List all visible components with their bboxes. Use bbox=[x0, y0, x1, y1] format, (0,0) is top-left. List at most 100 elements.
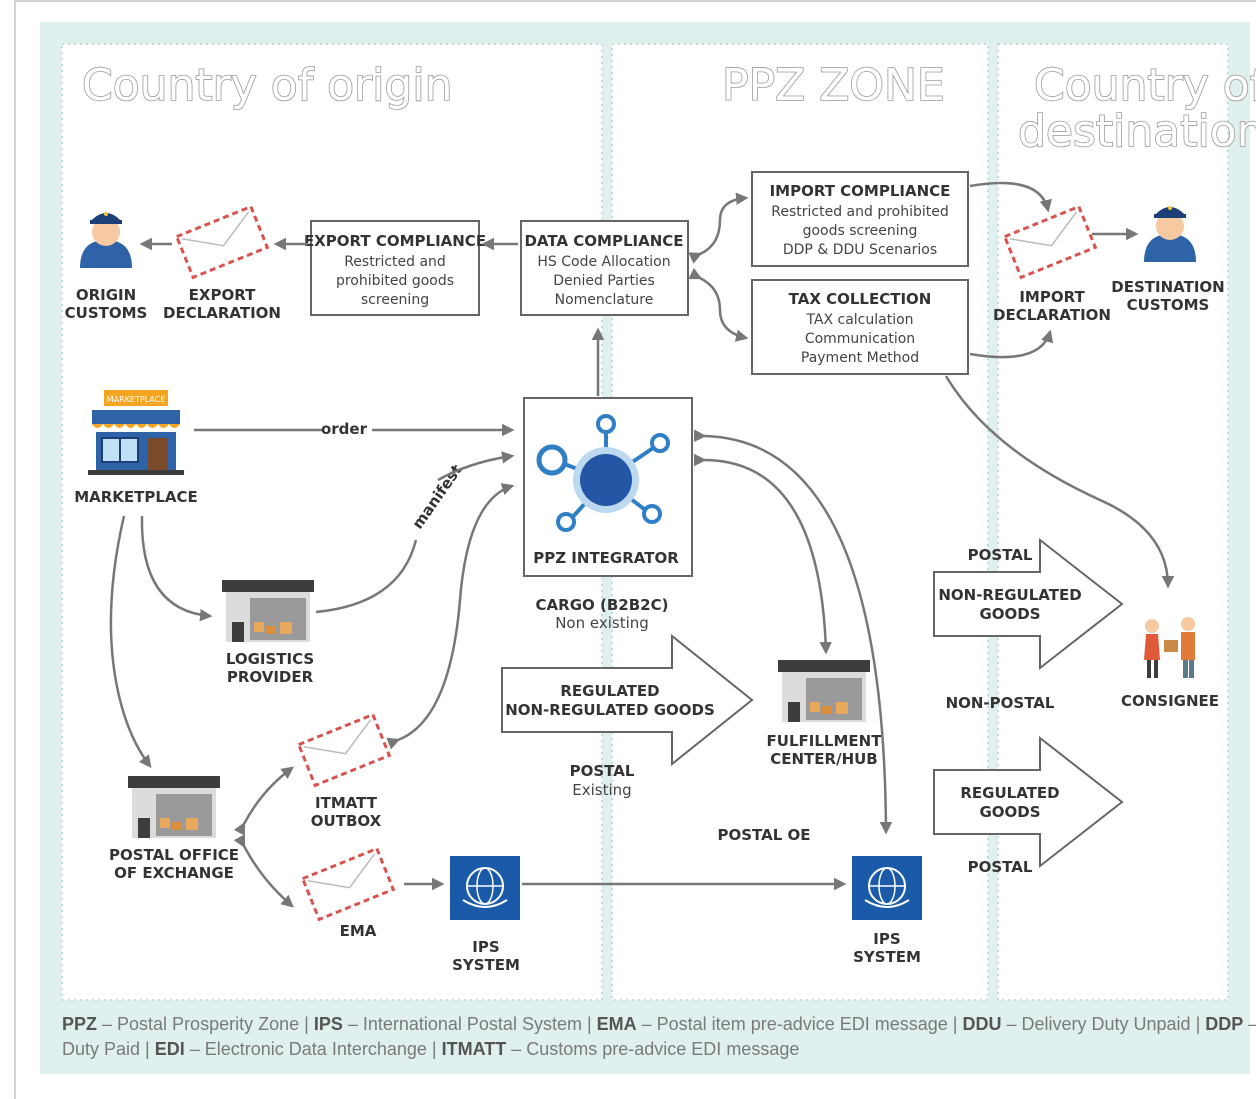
arrow-import-to-declaration bbox=[969, 181, 1052, 213]
non-regulated-block-arrow: NON-REGULATED GOODS bbox=[933, 537, 1124, 671]
tax-collection-title: TAX COLLECTION bbox=[789, 290, 932, 308]
legend-separator: | bbox=[582, 1014, 597, 1034]
origin-customs-label: CUSTOMS bbox=[65, 304, 148, 322]
legend-value: – Delivery Duty Unpaid bbox=[1001, 1014, 1190, 1034]
marketplace-sign: MARKETPLACE bbox=[107, 395, 166, 404]
legend-value: Duty Paid bbox=[62, 1039, 140, 1059]
destination-customs-label: CUSTOMS bbox=[1127, 296, 1210, 314]
postal-office-label: OF EXCHANGE bbox=[114, 864, 234, 882]
regulated-arrow-label: REGULATED bbox=[560, 682, 659, 700]
import-compliance-line: Restricted and prohibited bbox=[771, 204, 949, 220]
legend-value: – Electronic Data Interchange bbox=[185, 1039, 427, 1059]
itmatt-envelope-icon bbox=[296, 712, 392, 788]
ips-system-right-label: IPS bbox=[873, 930, 900, 948]
arrow-marketplace-to-postal bbox=[109, 515, 152, 768]
integrator-network-icon bbox=[536, 414, 670, 532]
ema-label: EMA bbox=[340, 922, 377, 940]
import-declaration-label: IMPORT bbox=[1019, 288, 1085, 306]
regulated-block-arrow: REGULATED NON-REGULATED GOODS bbox=[501, 633, 754, 767]
ips-system-left-label: SYSTEM bbox=[452, 956, 520, 974]
legend-separator: | bbox=[427, 1039, 442, 1059]
ppz-integrator-box: PPZ INTEGRATOR bbox=[523, 397, 693, 577]
ips-system-right-logo-icon bbox=[852, 856, 922, 920]
marketplace-label: MARKETPLACE bbox=[74, 488, 198, 506]
order-label: order bbox=[321, 420, 368, 438]
legend-key: DDU bbox=[962, 1014, 1001, 1034]
arrow-data-tax bbox=[688, 267, 749, 342]
data-compliance-line: Nomenclature bbox=[555, 292, 654, 308]
import-compliance-title: IMPORT COMPLIANCE bbox=[770, 182, 951, 200]
export-compliance-title: EXPORT COMPLIANCE bbox=[304, 232, 486, 250]
itmatt-outbox-label: ITMATT bbox=[315, 794, 378, 812]
export-compliance-line: Restricted and bbox=[344, 254, 446, 270]
zone-origin-title: Country of origin bbox=[82, 60, 452, 111]
export-compliance-box: EXPORT COMPLIANCE Restricted and prohibi… bbox=[304, 220, 486, 316]
regulated-goods-block-arrow: REGULATED GOODS bbox=[933, 735, 1124, 869]
destination-customs-label: DESTINATION bbox=[1111, 278, 1224, 296]
legend-line-2: Duty Paid | EDI – Electronic Data Interc… bbox=[62, 1039, 799, 1059]
export-declaration-label: DECLARATION bbox=[163, 304, 281, 322]
legend-value: – Delivery bbox=[1243, 1014, 1256, 1034]
import-compliance-box: IMPORT COMPLIANCE Restricted and prohibi… bbox=[751, 171, 969, 267]
tax-collection-line: Communication bbox=[805, 331, 915, 347]
data-compliance-title: DATA COMPLIANCE bbox=[524, 232, 683, 250]
data-compliance-line: HS Code Allocation bbox=[537, 254, 670, 270]
fulfillment-warehouse-icon bbox=[778, 660, 870, 722]
tax-collection-line: Payment Method bbox=[801, 350, 919, 366]
legend-key: EMA bbox=[597, 1014, 637, 1034]
legend-separator: | bbox=[948, 1014, 963, 1034]
arrow-data-import bbox=[688, 192, 749, 264]
legend-line-1: PPZ – Postal Prosperity Zone | IPS – Int… bbox=[62, 1014, 1256, 1034]
destination-customs-officer-icon bbox=[1144, 206, 1196, 262]
postal-office-building-icon bbox=[128, 776, 220, 838]
legend-key: IPS bbox=[314, 1014, 343, 1034]
legend-key: DDP bbox=[1205, 1014, 1243, 1034]
non-regulated-arrow-label: NON-REGULATED bbox=[938, 586, 1081, 604]
ips-system-right-label: SYSTEM bbox=[853, 948, 921, 966]
regulated-goods-arrow-label: GOODS bbox=[979, 803, 1040, 821]
postal-oe-label: POSTAL OE bbox=[717, 826, 810, 844]
zone-destination-title-line1: Country of bbox=[1034, 60, 1256, 111]
arrow-integrator-ips bbox=[693, 429, 893, 835]
ips-system-left-label: IPS bbox=[472, 938, 499, 956]
regulated-goods-arrow-label: REGULATED bbox=[960, 784, 1059, 802]
regulated-arrow-label: NON-REGULATED GOODS bbox=[505, 701, 715, 719]
logistics-provider-label: LOGISTICS bbox=[226, 650, 314, 668]
origin-customs-label: ORIGIN bbox=[76, 286, 136, 304]
legend-value: – Customs pre-advice EDI message bbox=[506, 1039, 799, 1059]
import-declaration-label: DECLARATION bbox=[993, 306, 1111, 324]
cargo-label: CARGO (B2B2C) bbox=[536, 596, 669, 614]
marketplace-store-icon: MARKETPLACE bbox=[88, 390, 184, 475]
legend-value: – Postal item pre-advice EDI message bbox=[637, 1014, 948, 1034]
page-frame bbox=[14, 0, 1256, 1099]
legend-value: – International Postal System bbox=[343, 1014, 582, 1034]
export-declaration-label: EXPORT bbox=[189, 286, 256, 304]
connectors bbox=[109, 181, 1175, 908]
data-compliance-line: Denied Parties bbox=[553, 273, 655, 289]
data-compliance-box: DATA COMPLIANCE HS Code Allocation Denie… bbox=[520, 220, 689, 316]
arrow-postal-ema bbox=[233, 834, 294, 908]
postal-bottom-label: POSTAL bbox=[968, 858, 1033, 876]
tax-collection-line: TAX calculation bbox=[805, 312, 913, 328]
tax-collection-box: TAX COLLECTION TAX calculation Communica… bbox=[751, 279, 969, 375]
arrow-marketplace-to-logistics bbox=[140, 515, 213, 622]
import-declaration-envelope-icon bbox=[1002, 204, 1098, 280]
export-compliance-line: prohibited goods bbox=[336, 273, 454, 289]
import-compliance-line: goods screening bbox=[803, 223, 918, 239]
ips-system-left-logo-icon bbox=[450, 856, 520, 920]
logistics-provider-label: PROVIDER bbox=[227, 668, 314, 686]
arrow-postal-itmatt bbox=[233, 766, 295, 836]
fulfillment-label: CENTER/HUB bbox=[770, 750, 877, 768]
legend-separator: | bbox=[140, 1039, 155, 1059]
zone-ppz-title: PPZ ZONE bbox=[722, 60, 945, 111]
postal-top-label: POSTAL bbox=[968, 546, 1033, 564]
export-declaration-envelope-icon bbox=[174, 204, 270, 280]
postal-existing-sublabel: Existing bbox=[572, 781, 631, 799]
non-postal-label: NON-POSTAL bbox=[946, 694, 1055, 712]
legend-separator: | bbox=[1191, 1014, 1206, 1034]
legend-separator: | bbox=[299, 1014, 314, 1034]
consignee-label: CONSIGNEE bbox=[1121, 692, 1219, 710]
import-compliance-line: DDP & DDU Scenarios bbox=[783, 242, 937, 258]
consignee-people-icon bbox=[1144, 617, 1195, 678]
